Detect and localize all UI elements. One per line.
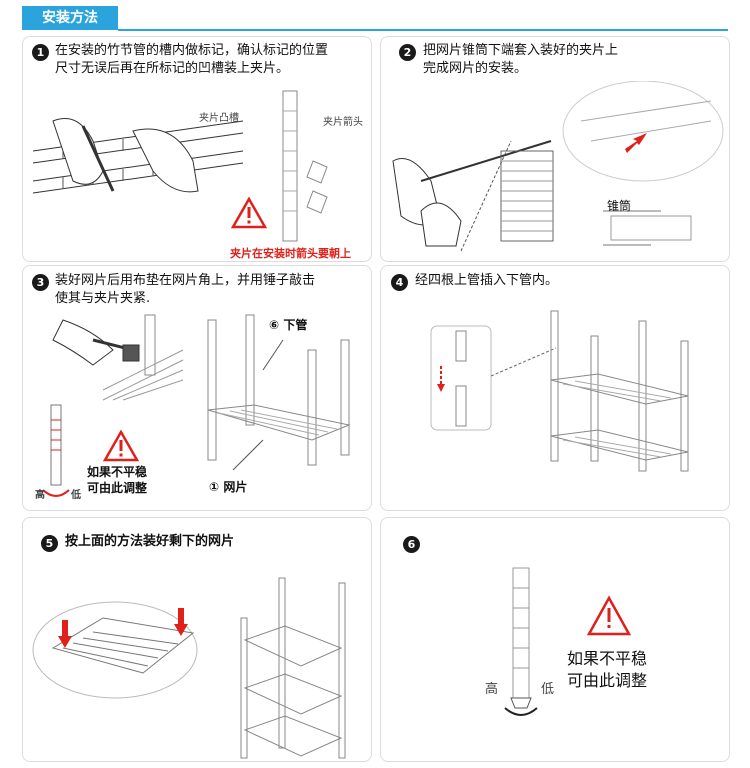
step-3-warning-line2: 可由此调整 <box>87 481 148 495</box>
step-6-label-low: 低 <box>541 682 555 697</box>
step-6-label-high: 高 <box>485 682 499 697</box>
step-3-text-line2: 使其与夹片夹紧. <box>55 291 151 306</box>
step-5-text-line1: 按上面的方法装好剩下的网片 <box>65 534 235 549</box>
step-4-number: 4 <box>391 274 408 291</box>
label-cone: 锥筒 <box>607 199 632 213</box>
step-6-number: 6 <box>403 536 420 553</box>
step-2-text-line2: 完成网片的安装。 <box>423 61 528 76</box>
label-high: 高 <box>35 490 45 501</box>
step-1-number: 1 <box>32 44 49 61</box>
step-4-text-line1: 经四根上管插入下管内。 <box>415 273 559 288</box>
step-3-text-line1: 装好网片后用布垫在网片角上，并用锤子敲击 <box>55 273 316 288</box>
step-3-warning-line1: 如果不平稳 <box>87 465 148 479</box>
step-5-illustration <box>32 577 346 759</box>
label-lower-pipe: ⑥ 下管 <box>269 318 308 332</box>
step-2-illustration <box>392 81 724 252</box>
label-clip-groove: 夹片凸槽 <box>199 113 239 124</box>
label-low: 低 <box>71 490 81 501</box>
label-clip-arrow: 夹片箭头 <box>323 117 363 128</box>
step-1-panel: 1 在安装的竹节管的槽内做标记，确认标记的位置 尺寸无误后再在所标记的凹槽装上夹… <box>22 36 372 262</box>
step-1-illustration <box>32 90 328 242</box>
step-4-panel: 4 经四根上管插入下管内。 <box>380 265 730 511</box>
step-6-illustration <box>504 567 632 716</box>
step-2-panel: 2 把网片锥筒下端套入装好的夹片上 完成网片的安装。 锥筒 <box>380 36 730 262</box>
title-underline <box>118 29 728 31</box>
step-6-warning-line2: 可由此调整 <box>567 671 648 690</box>
step-3-illustration <box>42 314 351 497</box>
step-1-text-line1: 在安装的竹节管的槽内做标记，确认标记的位置 <box>55 43 329 58</box>
step-3-panel: 3 装好网片后用布垫在网片角上，并用锤子敲击 使其与夹片夹紧. <box>22 265 372 511</box>
step-5-number: 5 <box>41 535 58 552</box>
step-6-warning-line1: 如果不平稳 <box>567 649 648 668</box>
section-title: 安装方法 <box>22 6 118 30</box>
label-mesh: ① 网片 <box>209 480 248 494</box>
step-2-number: 2 <box>399 44 416 61</box>
step-5-panel: 5 按上面的方法装好剩下的网片 <box>22 517 372 762</box>
step-1-text-line2: 尺寸无误后再在所标记的凹槽装上夹片。 <box>55 61 290 76</box>
step-6-panel: 6 如果不平稳 可由此调整 高 低 <box>380 517 730 762</box>
step-2-text-line1: 把网片锥筒下端套入装好的夹片上 <box>423 43 619 58</box>
step-3-number: 3 <box>32 274 49 291</box>
step-1-note: 夹片在安装时箭头要朝上 <box>230 247 351 260</box>
step-4-illustration <box>430 310 689 472</box>
